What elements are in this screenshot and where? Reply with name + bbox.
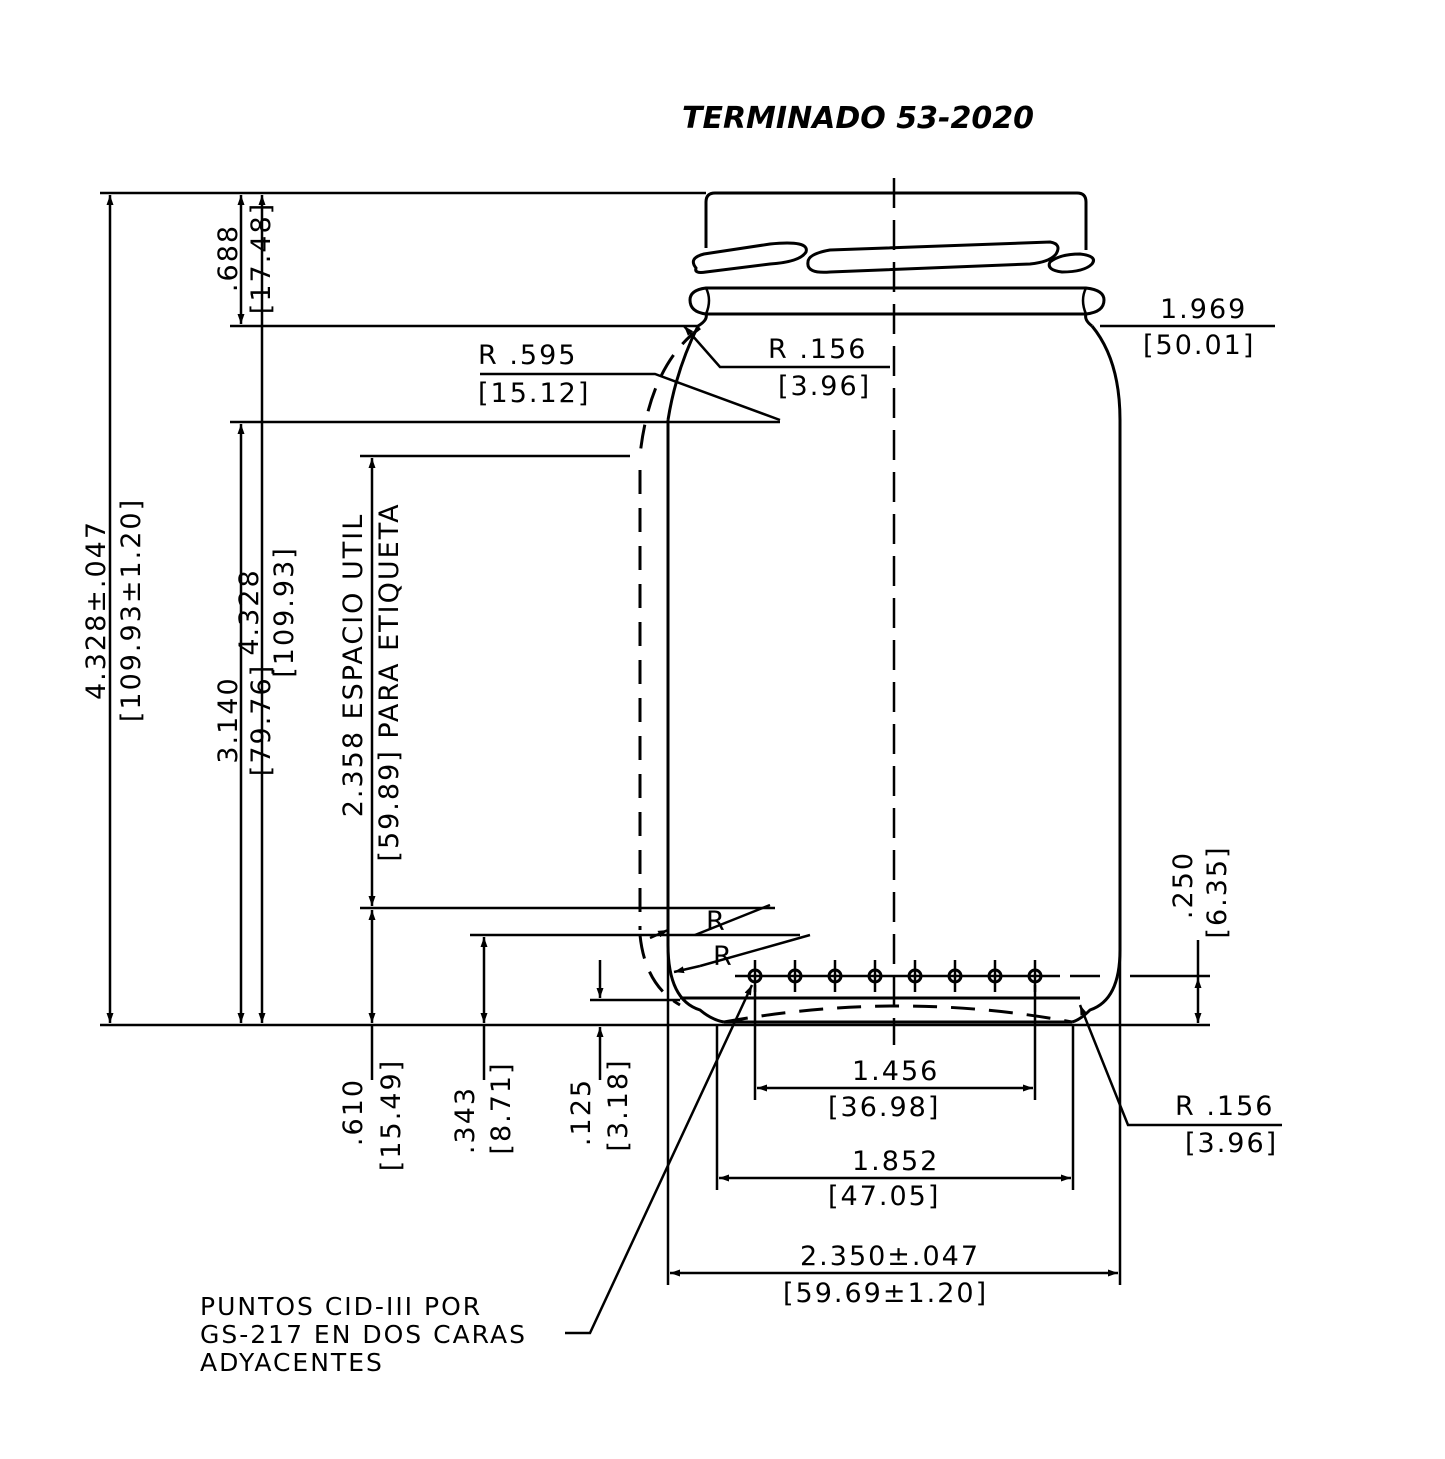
label-bottom-metric: [15.49] bbox=[376, 1059, 407, 1171]
neck-radius-value: R .156 bbox=[768, 334, 867, 365]
neck-height-value: .688 bbox=[213, 224, 244, 292]
shoulder-height-value: 3.140 bbox=[213, 676, 244, 763]
leader-lines bbox=[480, 325, 1282, 1335]
dots-height-value: .250 bbox=[1168, 851, 1199, 919]
bearing-diameter-metric: [47.05] bbox=[828, 1181, 940, 1212]
extension-lines bbox=[100, 191, 1275, 1285]
overall-height-metric: [109.93±1.20] bbox=[116, 498, 147, 722]
overall-height-ref-metric: [109.93] bbox=[269, 546, 300, 678]
cid-dot bbox=[827, 960, 843, 992]
body-diameter-value: 2.350±.047 bbox=[800, 1241, 980, 1272]
base-radius-value: R .156 bbox=[1175, 1091, 1274, 1122]
overall-height-value: 4.328±.047 bbox=[81, 520, 112, 700]
cid-dot bbox=[907, 960, 923, 992]
label-bottom-value: .610 bbox=[338, 1078, 369, 1146]
note-line-1: PUNTOS CID-III POR bbox=[200, 1292, 482, 1321]
horizontal-dimensions bbox=[670, 1084, 1118, 1277]
label-space-metric: [59.89] PARA ETIQUETA bbox=[374, 502, 405, 861]
drawing-title: TERMINADO 53-2020 bbox=[682, 101, 1034, 136]
cid-dot bbox=[947, 960, 963, 992]
heel-radius-upper: R bbox=[706, 906, 727, 937]
dots-span-metric: [36.98] bbox=[828, 1092, 940, 1123]
jar-outline bbox=[638, 191, 1122, 1024]
label-space-value: 2.358 ESPACIO UTIL bbox=[338, 513, 369, 818]
heel-height-value: .343 bbox=[450, 1086, 481, 1154]
note-line-3: ADYACENTES bbox=[200, 1348, 384, 1377]
cid-dot bbox=[867, 960, 883, 992]
heel-height-metric: [8.71] bbox=[486, 1061, 517, 1154]
shoulder-height-metric: [79.76] bbox=[246, 664, 277, 776]
neck-height-metric: [17.48] bbox=[246, 202, 277, 314]
note-line-2: GS-217 EN DOS CARAS bbox=[200, 1320, 527, 1349]
base-radius-metric: [3.96] bbox=[1185, 1128, 1278, 1159]
cid-dot bbox=[987, 960, 1003, 992]
dots-span-value: 1.456 bbox=[852, 1056, 939, 1087]
bearing-diameter-value: 1.852 bbox=[852, 1146, 939, 1177]
shoulder-radius-value: R .595 bbox=[478, 340, 577, 371]
dots-height-metric: [6.35] bbox=[1202, 845, 1233, 938]
body-diameter-metric: [59.69±1.20] bbox=[783, 1278, 988, 1309]
vertical-dimensions bbox=[106, 195, 1202, 1080]
finish-diameter-value: 1.969 bbox=[1160, 294, 1247, 325]
overall-height-ref-value: 4.328 bbox=[234, 568, 265, 655]
heel-radius-lower: R bbox=[713, 941, 734, 972]
base-offset-value: .125 bbox=[566, 1078, 597, 1146]
cid-dots bbox=[735, 960, 1210, 992]
neck-radius-metric: [3.96] bbox=[778, 371, 871, 402]
shoulder-radius-metric: [15.12] bbox=[478, 378, 590, 409]
finish-diameter-metric: [50.01] bbox=[1143, 330, 1255, 361]
cid-dot bbox=[787, 960, 803, 992]
base-offset-metric: [3.18] bbox=[603, 1058, 634, 1151]
